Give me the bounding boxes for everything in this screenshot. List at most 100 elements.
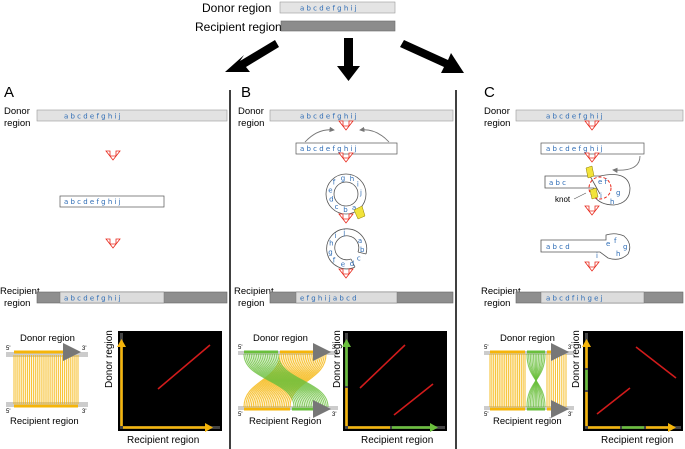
panel-b-red-arrow-3 (338, 213, 354, 224)
panel-c-red-arrow-4 (584, 261, 600, 272)
panel-b-dotplot-bg (343, 331, 447, 431)
panel-c-red-arrow-3 (584, 205, 600, 216)
panel-c-dotplot-segment-1 (596, 387, 631, 415)
ribB-ribbon-28 (247, 353, 299, 408)
panel-c-dotplot-segment-2 (635, 346, 677, 379)
circ2-letter-d: d (350, 260, 354, 268)
panel-b-dotplot-xlabel: Recipient region (361, 435, 433, 446)
panel-b-donor-label-1: Donor (238, 106, 264, 117)
panel-b-dotplot-ylabel: Donor region (332, 330, 343, 388)
panel-c-partial-figure: a b c d e f g h i (540, 233, 631, 260)
panel-b-red-arrow-4 (338, 268, 354, 279)
panel-b-circle-2-end-2 (357, 251, 367, 255)
ribB-ribbon-30 (250, 353, 302, 408)
panel-c-recipient-bar-insert (540, 291, 645, 304)
panel-b-circle-1-inner (333, 181, 359, 207)
circ2-letter-b: b (360, 246, 365, 254)
panel-b-recipient-label-2: region (238, 298, 264, 309)
circ1-letter-j: j (359, 189, 362, 197)
ribC-ribbon-31 (526, 353, 546, 408)
panel-c-three-prime-top: 3' (568, 345, 572, 351)
panel-c-knot-strand (589, 175, 601, 195)
panel-c-letter: C (484, 84, 495, 101)
panel-a-middle-seq: a b c d e f g h i j (64, 198, 121, 206)
panel-a-middle-box (59, 195, 165, 208)
circ2-letter-f: f (333, 256, 336, 264)
ribB-ribbon-39 (266, 353, 318, 408)
panel-b-synteny: Donor region 5' 3' 5' 3' Recipient Regio… (238, 333, 338, 427)
panel-c-recipient-label-2: region (484, 298, 510, 309)
ribB-ribbon-33 (255, 353, 308, 408)
panel-a-synteny-top-bar (6, 352, 88, 357)
panel-a-dotplot-diagonal (157, 344, 211, 390)
circ1-letter-a: a (352, 204, 356, 212)
panel-a-donor-label-2: region (4, 118, 30, 129)
panel-b-five-prime-top: 5' (238, 345, 242, 351)
ribB-ribbon-44 (275, 353, 327, 408)
ribB-ribbon-45 (277, 353, 329, 408)
ribB-ribbon-27 (245, 353, 297, 408)
panel-c-synteny-ribbons (489, 353, 567, 408)
panel-c-partial-shape (540, 233, 631, 260)
ribB-ribbon-34 (257, 353, 309, 408)
header-donor-bar (279, 1, 396, 14)
panel-c-cut-marker-2 (589, 187, 599, 200)
ribB-ribbon-3 (248, 353, 287, 408)
arrow-right (400, 40, 464, 73)
circ1-letter-e: e (328, 187, 332, 195)
panel-b-three-prime-bottom: 3' (332, 412, 336, 418)
header-recipient-bar (280, 20, 396, 32)
ribB-ribbon-23 (285, 353, 323, 408)
panel-a-donor-seq: a b c d e f g h i j (64, 113, 121, 121)
panel-b-letter: B (241, 84, 251, 101)
panel-c-dotplot-xlabel: Recipient region (601, 435, 673, 446)
panel-a-recipient-label-1: Recipient (0, 286, 40, 297)
ribB-ribbon-43 (273, 353, 325, 408)
panel-c-knot-seq-ef: e f (598, 178, 608, 186)
panel-c-recipient-seq: a b c d f i h g e j (546, 295, 603, 303)
panel-b-circle-1-outer (325, 173, 367, 215)
panel-b-curve-arrow-right (359, 126, 390, 143)
panel-a-dotplot-yaxis-head (117, 339, 126, 347)
panel-a-synteny: Donor region 5' 3' 5' 3' Recipient regio… (6, 333, 88, 427)
panel-b-red-arrow-2 (338, 152, 354, 163)
ribB-ribbon-26 (243, 353, 295, 408)
panel-c-synteny-donor-label: Donor region (500, 333, 555, 344)
panel-b-circle-2-inner (334, 235, 360, 261)
panel-b-dotplot: Donor region Recipient region (332, 330, 447, 446)
panel-a-dotplot-ylabel: Donor region (104, 330, 115, 388)
panel-c-linear-seq: a b c d e f g h i j (546, 145, 603, 153)
circ2-letter-c: c (357, 254, 361, 262)
panel-a-donor-bar (36, 109, 228, 122)
panel-a-dotplot-xlabel: Recipient region (127, 435, 199, 446)
panel-a-synteny-ribbons (13, 354, 79, 405)
ribB-ribbon-38 (264, 353, 317, 408)
panel-b-synteny-donor-label: Donor region (253, 333, 308, 344)
panel-c-donor-label-2: region (484, 118, 510, 129)
ribB-ribbon-36 (261, 353, 313, 408)
panel-c-cut-marker-1 (585, 165, 595, 179)
circ2-letter-e: e (341, 261, 345, 269)
panel-c-knot-seq-i: i (600, 192, 602, 200)
panel-c-synteny-recipient-label: Recipient region (493, 416, 562, 427)
panel-c-knot-label: knot (555, 195, 571, 204)
panel-c-red-arrow-2 (584, 152, 600, 163)
panel-c-dotplot-xaxis-head (668, 423, 676, 432)
panel-c-partial-h: h (616, 250, 620, 258)
panel-a-recipient-label-2: region (4, 298, 30, 309)
header-donor-sequence: a b c d e f g h i j (300, 5, 357, 13)
panel-c-partial-seq: a b c d (546, 243, 570, 251)
panel-b-linear-seq: a b c d e f g h i j (300, 145, 357, 153)
panel-c-five-prime-top: 5' (484, 345, 488, 351)
panel-b-circle-2-end-1 (350, 258, 356, 268)
circ1-letter-f: f (333, 179, 336, 187)
panel-c-three-prime-bottom: 3' (568, 412, 572, 418)
